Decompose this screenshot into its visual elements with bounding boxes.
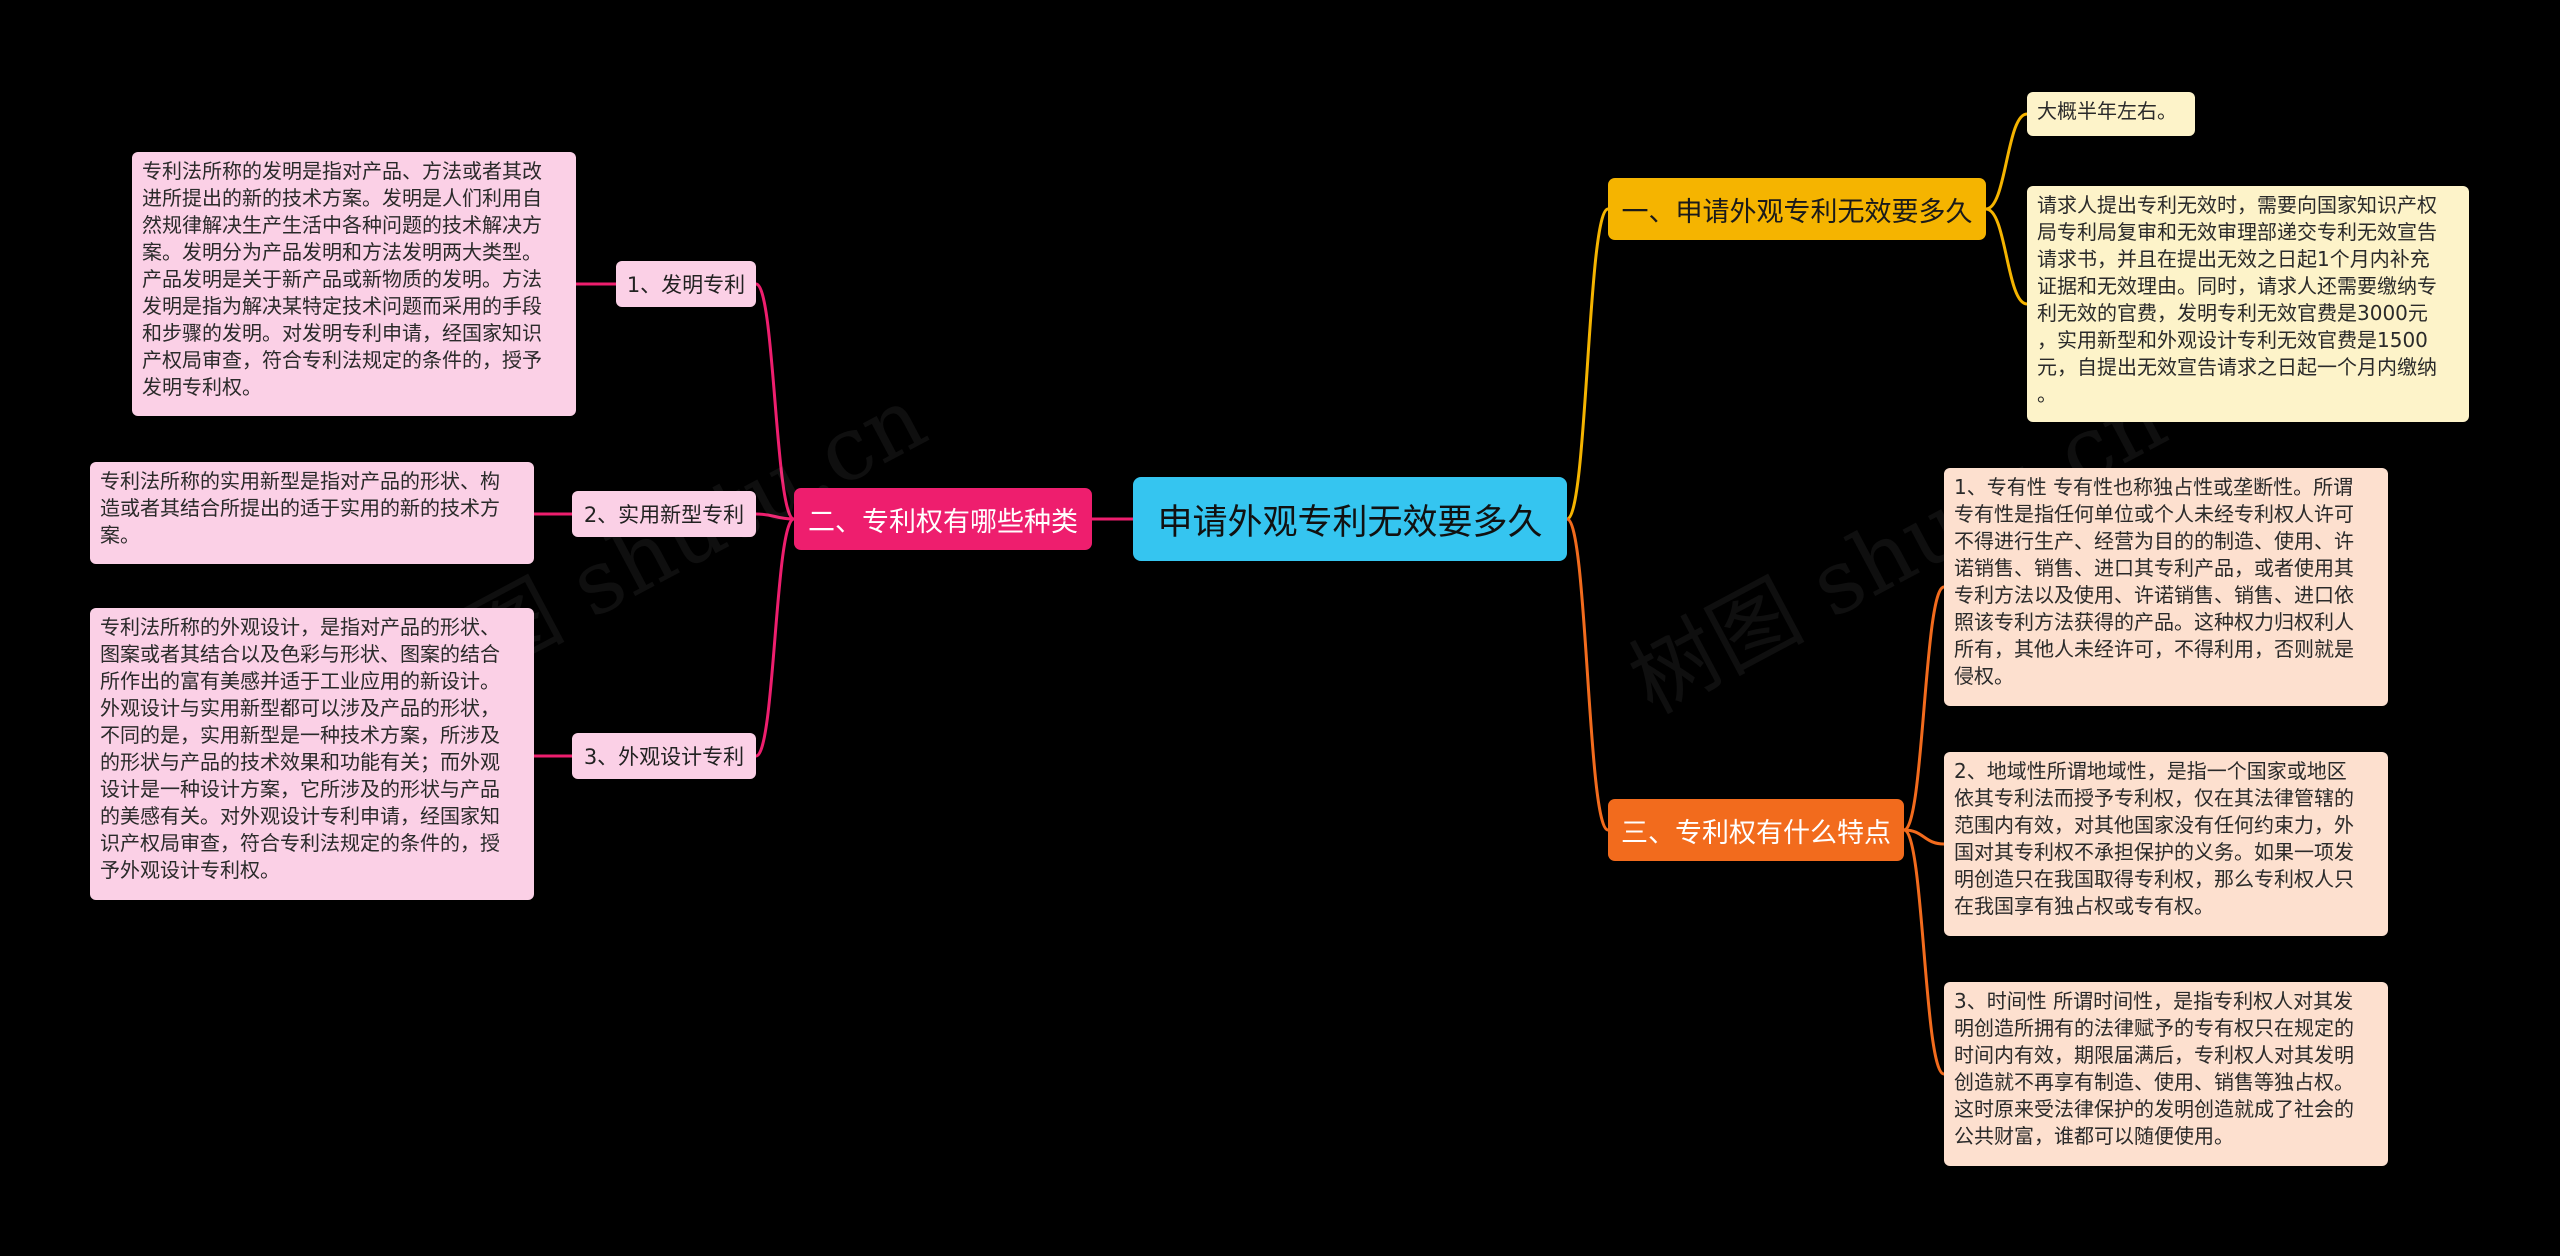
leaf-utility-model-definition[interactable]: 专利法所称的实用新型是指对产品的形状、构 造或者其结合所提出的适于实用的新的技术… [90,462,534,564]
leaf-invention-definition[interactable]: 专利法所称的发明是指对产品、方法或者其改 进所提出的新的技术方案。发明是人们利用… [132,152,576,416]
connector-branch3-leaf [1903,828,1945,1076]
branch-duration[interactable]: 一、申请外观专利无效要多久 [1608,178,1986,240]
leaf-feature-time-limit[interactable]: 3、时间性 所谓时间性，是指专利权人对其发 明创造所拥有的法律赋予的专有权只在规… [1944,982,2388,1166]
connector-branch2-sub [755,517,795,758]
leaf-feature-territoriality[interactable]: 2、地域性所谓地域性，是指一个国家或地区 依其专利法而授予专利权，仅在其法律管辖… [1944,752,2388,936]
connector-center-branch1 [1565,207,1610,521]
central-topic[interactable]: 申请外观专利无效要多久 [1133,477,1567,561]
sub-invention-patent[interactable]: 1、发明专利 [616,261,756,307]
leaf-duration-detail[interactable]: 请求人提出专利无效时，需要向国家知识产权 局专利局复审和无效审理部递交专利无效宣… [2027,186,2469,422]
connector-branch2-sub [755,282,795,521]
branch-patent-types[interactable]: 二、专利权有哪些种类 [794,488,1092,550]
sub-utility-model-patent[interactable]: 2、实用新型专利 [572,491,756,537]
connector-branch1-leaf [1985,207,2028,306]
leaf-duration-short[interactable]: 大概半年左右。 [2027,92,2195,136]
connector-branch3-leaf [1903,585,1945,832]
connector-center-branch3 [1565,517,1610,832]
connector-branch1-leaf [1985,112,2028,211]
connector-branch2-sub [755,512,795,521]
connector-branch3-leaf [1903,828,1945,846]
leaf-feature-exclusivity[interactable]: 1、专有性 专有性也称独占性或垄断性。所谓 专有性是指任何单位或个人未经专利权人… [1944,468,2388,706]
sub-design-patent[interactable]: 3、外观设计专利 [572,733,756,779]
leaf-design-definition[interactable]: 专利法所称的外观设计，是指对产品的形状、 图案或者其结合以及色彩与形状、图案的结… [90,608,534,900]
branch-patent-features[interactable]: 三、专利权有什么特点 [1608,799,1904,861]
